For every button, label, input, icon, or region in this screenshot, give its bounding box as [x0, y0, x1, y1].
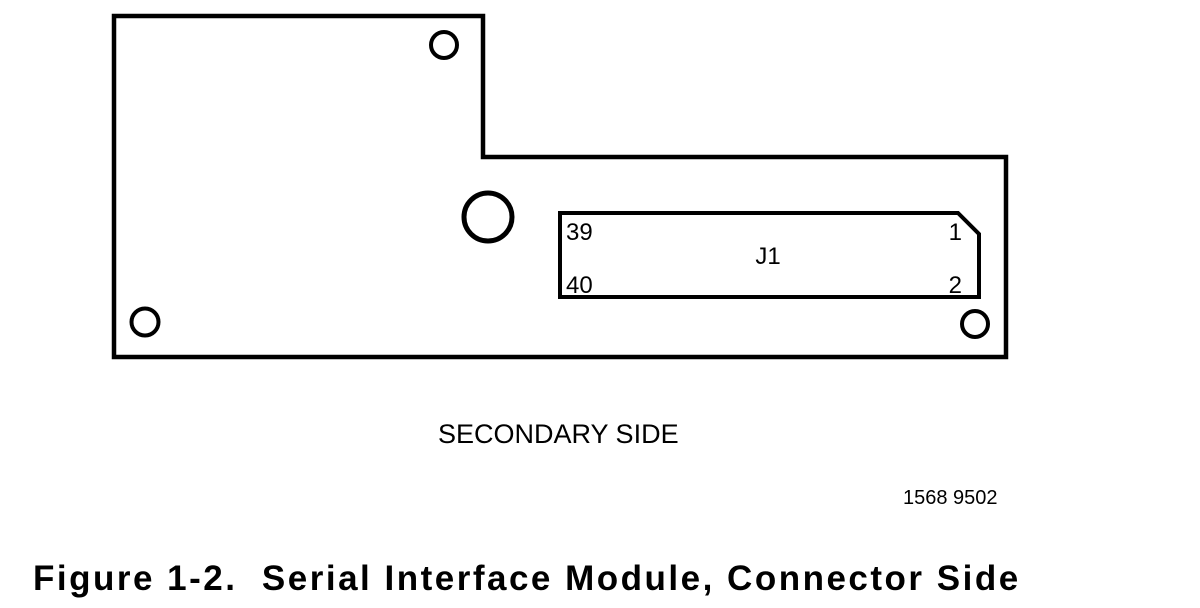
pin-label-bottom-right: 2: [949, 272, 962, 299]
mounting-hole-top: [429, 30, 459, 60]
pin-label-top-left: 39: [566, 219, 593, 246]
pin-label-bottom-left: 40: [566, 272, 593, 299]
mounting-hole-bottom-right: [960, 309, 990, 339]
mounting-hole-center: [461, 190, 515, 244]
pin-label-top-right: 1: [949, 219, 962, 246]
illustration-id-number: 1568 9502: [903, 487, 998, 509]
side-label: SECONDARY SIDE: [438, 419, 679, 449]
board-outline: [111, 13, 1009, 360]
mounting-hole-bottom-left: [129, 306, 161, 338]
figure-caption: Figure 1-2. Serial Interface Module, Con…: [33, 559, 1021, 598]
connector-j1-outline: [558, 211, 981, 299]
connector-designator: J1: [755, 243, 780, 270]
